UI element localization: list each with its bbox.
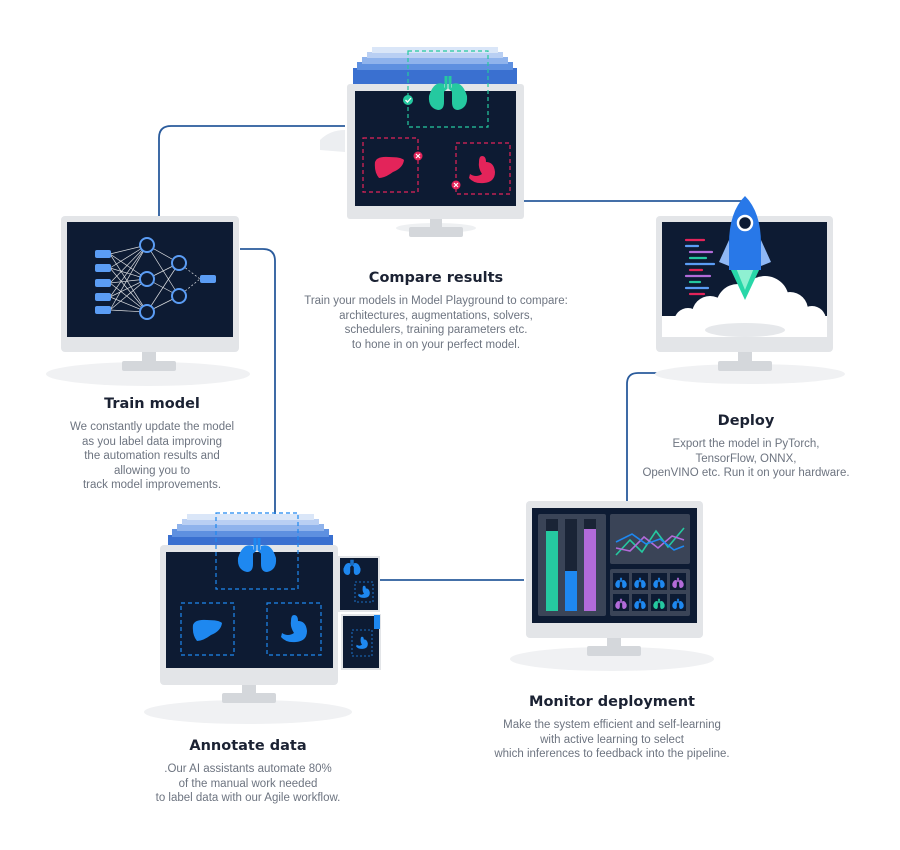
step-train-model: Train model We constantly update the mod… (22, 396, 282, 493)
deploy-monitor (655, 196, 845, 384)
step-description-line: with active learning to select (540, 733, 684, 746)
step-description-line: Make the system efficient and self-learn… (503, 719, 721, 731)
code-lines (684, 238, 716, 296)
step-description-line: to hone in on your perfect model. (351, 338, 521, 351)
step-description-line: Train your models in Model Playground to… (304, 295, 568, 307)
connector-deploy-to-monitor (626, 370, 745, 501)
step-title: Deploy (717, 413, 775, 429)
step-deploy: Deploy Export the model in PyTorch, Tens… (606, 413, 886, 481)
close-icon (451, 180, 461, 190)
connector-train-to-compare (158, 125, 345, 216)
step-title: Monitor deployment (529, 694, 695, 710)
step-description-line: Export the model in PyTorch, (672, 438, 820, 450)
step-title: Annotate data (189, 738, 307, 754)
step-description-line: OpenVINO etc. Run it on your hardware. (642, 467, 850, 480)
line-chart-icon (615, 527, 685, 556)
monitor-deployment-monitor (510, 501, 714, 671)
step-compare-results: Compare results Train your models in Mod… (236, 270, 636, 352)
lungs-grid (613, 573, 686, 611)
step-description-line: to label data with our Agile workflow. (155, 792, 341, 805)
close-icon (413, 151, 423, 161)
step-monitor-deployment: Monitor deployment Make the system effic… (442, 694, 782, 762)
step-description-line: track model improvements. (82, 479, 222, 492)
step-annotate-data: Annotate data .Our AI assistants automat… (108, 738, 388, 806)
compare-results-monitor (320, 47, 524, 237)
thumbnail-cards (338, 556, 381, 670)
step-title: Train model (104, 396, 200, 412)
step-description-line: architectures, augmentations, solvers, (339, 309, 533, 322)
annotate-data-monitor (144, 512, 381, 724)
step-description-line: the automation results and (84, 450, 220, 463)
step-description-line: as you label data improving (82, 435, 222, 448)
step-title: Compare results (368, 270, 504, 286)
step-description-line: allowing you to (113, 464, 191, 477)
connector-train-to-annotate (240, 248, 276, 540)
rocket-icon (719, 196, 771, 300)
step-description-line: .Our AI assistants automate 80% (164, 763, 332, 775)
step-description-line: schedulers, training parameters etc. (344, 324, 528, 337)
train-model-monitor (46, 216, 250, 386)
cloud-shadow (705, 323, 785, 337)
step-description-line: which inferences to feedback into the pi… (494, 748, 730, 761)
check-icon (403, 95, 413, 105)
neural-network-icon (95, 237, 216, 320)
level-bars (546, 519, 596, 611)
connector-compare-to-deploy (524, 200, 745, 214)
step-description-line: of the manual work needed (178, 777, 318, 790)
step-description-line: TensorFlow, ONNX, (695, 452, 797, 465)
step-description-line: We constantly update the model (69, 421, 235, 433)
